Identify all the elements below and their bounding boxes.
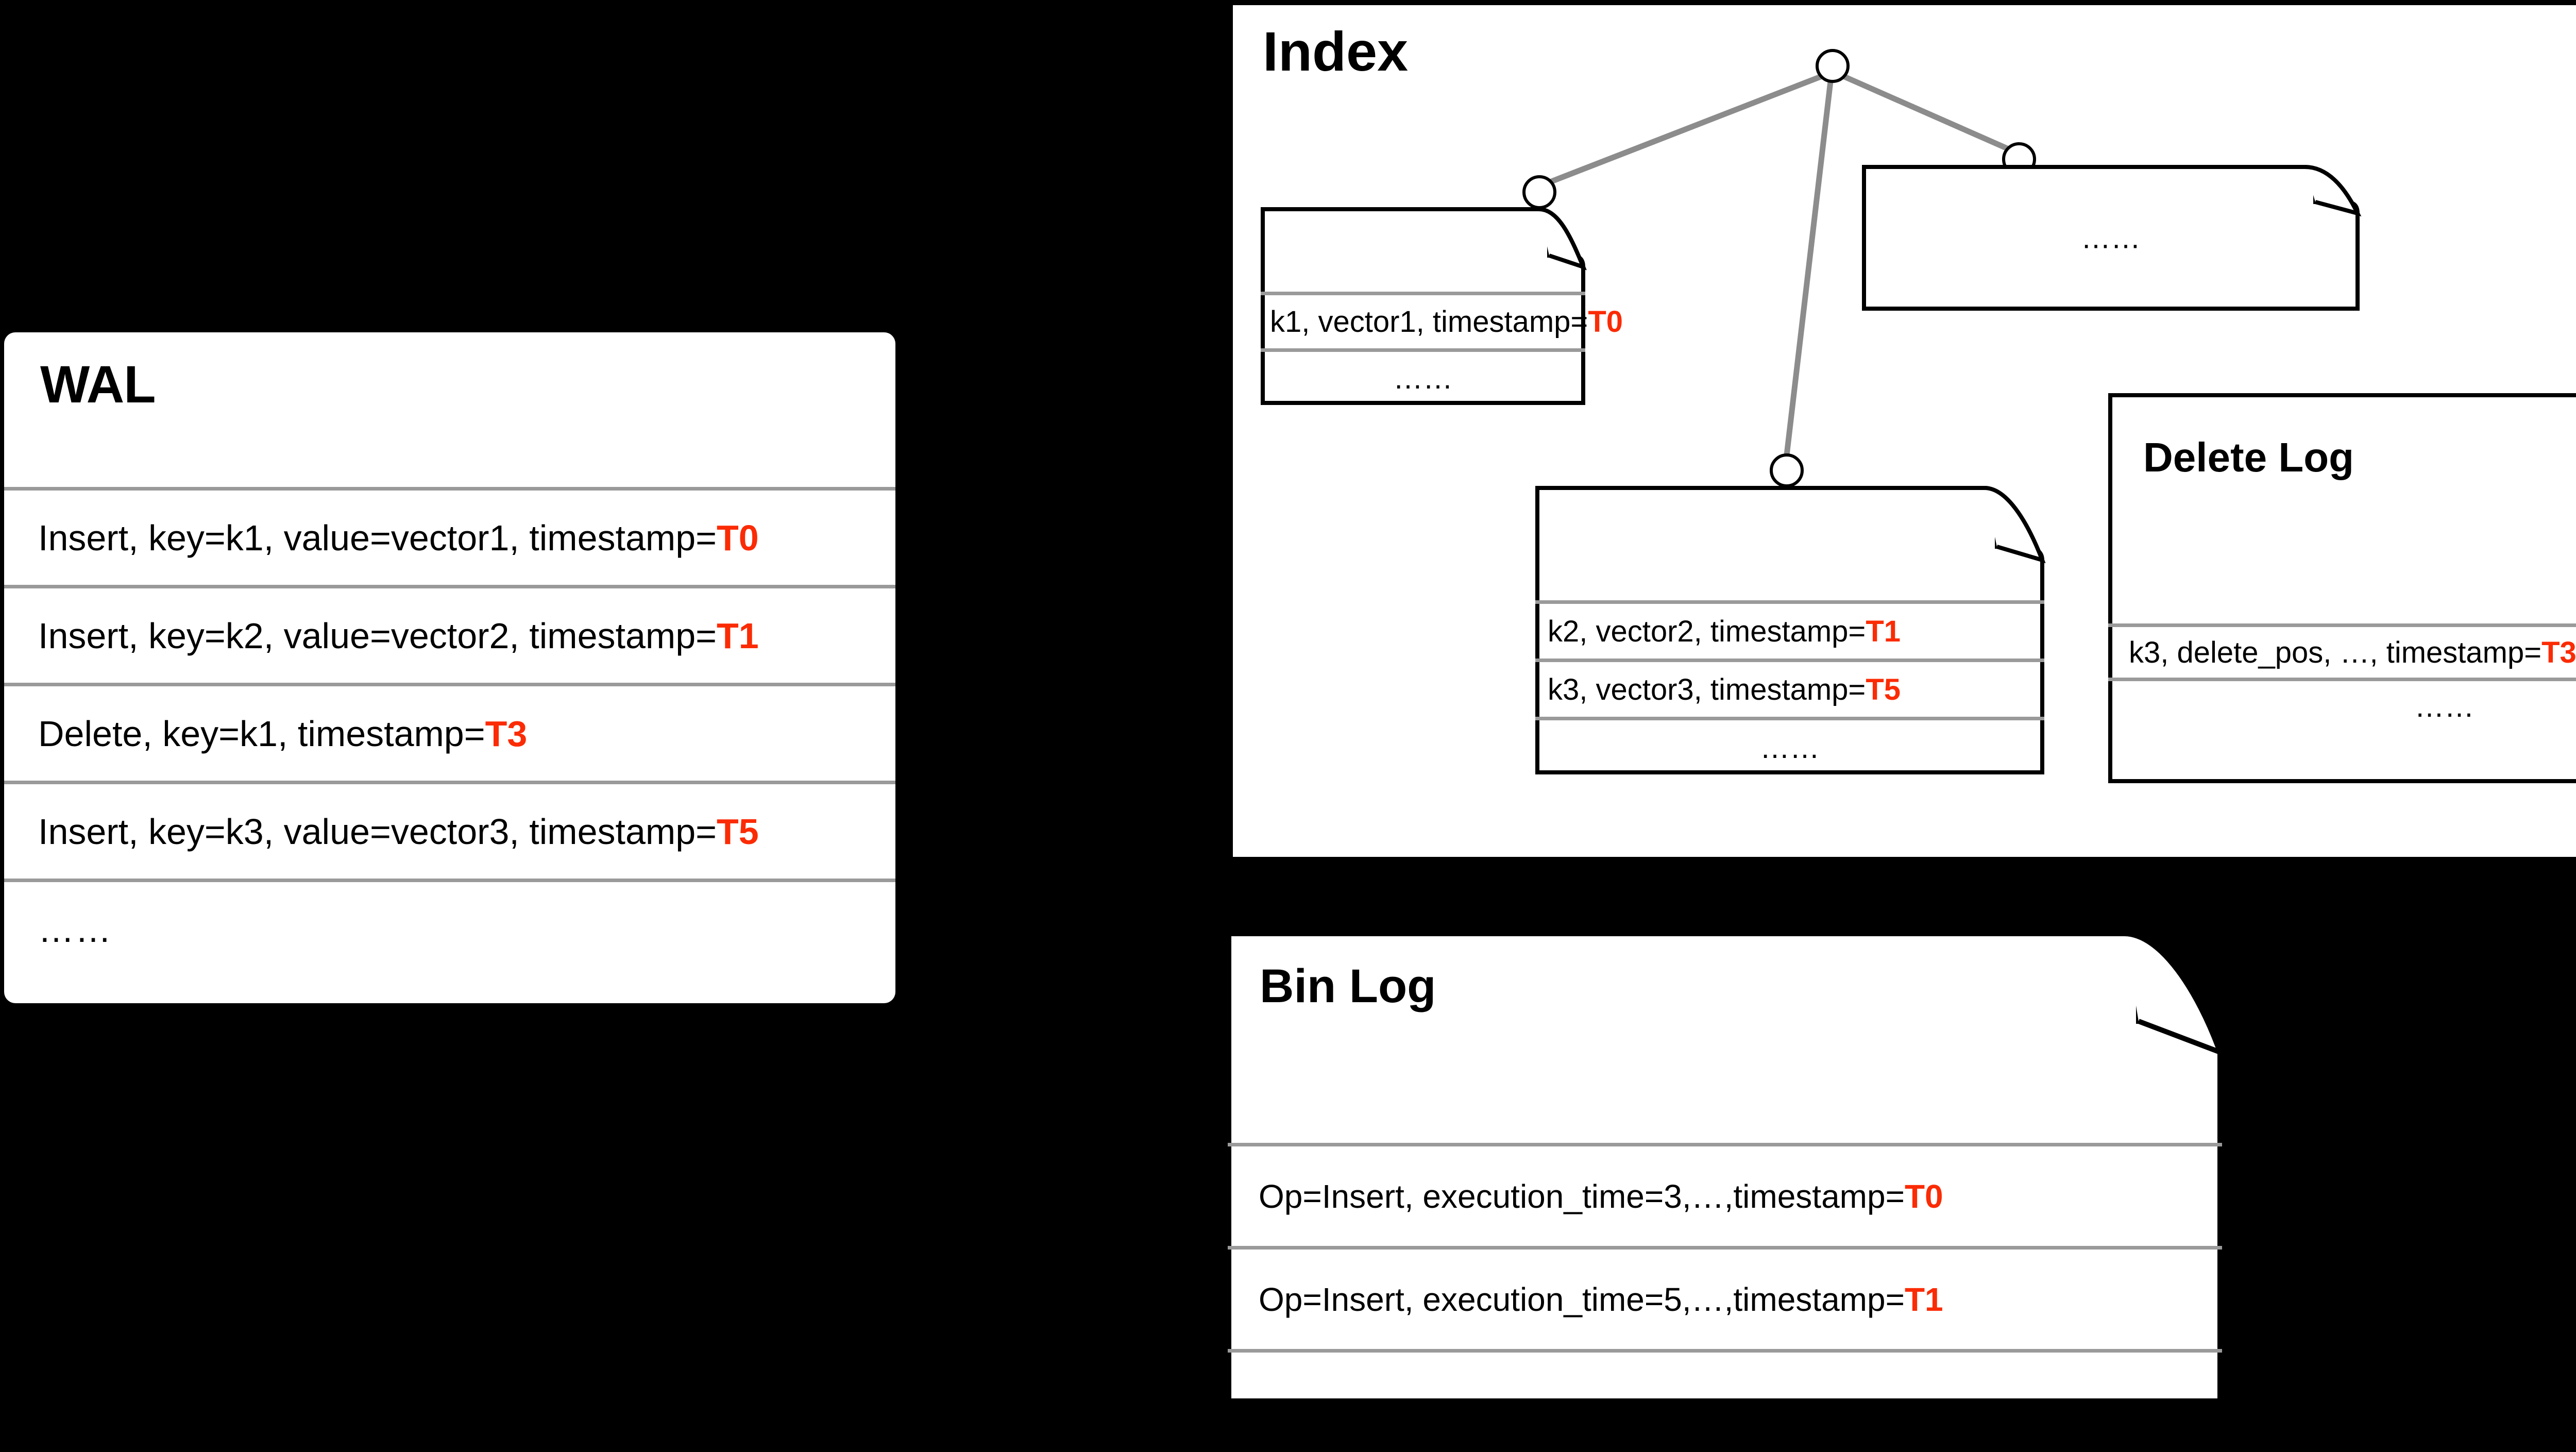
node-k1-outline-icon: [1261, 207, 1587, 405]
wal-entry-timestamp: T0: [717, 517, 759, 558]
wal-entry-text: Delete, key=k1, timestamp=T3: [38, 713, 528, 754]
node-k2-entry-timestamp: T1: [1866, 614, 1901, 648]
index-title: Index: [1263, 20, 1409, 82]
bin-log-entry-row-ellipsis: ……: [1228, 1349, 2222, 1452]
wal-entry-timestamp: T1: [717, 615, 759, 656]
node-k2-ellipsis-text: ……: [1760, 731, 1820, 765]
bin-log-ellipsis-text: ……: [1259, 1383, 1325, 1421]
node-k1-entry-row: k1, vector1, timestamp=T0: [1261, 292, 1623, 348]
delete-log-card: Delete Log k3, delete_pos, …, timestamp=…: [2108, 393, 2576, 783]
delete-log-ellipsis-text: ……: [2414, 689, 2475, 723]
bin-log-card: Bin Log Op=Insert, execution_time=3,…,ti…: [1226, 931, 2225, 1421]
bin-log-entry-timestamp: T1: [1904, 1280, 1943, 1318]
node-k2-entry-row: k2, vector2, timestamp=T1: [1535, 600, 2044, 659]
node-k2-outline-icon: [1535, 486, 2046, 774]
node-k2-entry-row: k3, vector3, timestamp=T5: [1535, 659, 2044, 717]
delete-log-entry-timestamp: T3: [2541, 635, 2576, 669]
bin-log-entry-list: Op=Insert, execution_time=3,…,timestamp=…: [1228, 1143, 2222, 1421]
wal-entry-text: Insert, key=k3, value=vector3, timestamp…: [38, 811, 759, 852]
wal-entry-row: Insert, key=k3, value=vector3, timestamp…: [4, 781, 895, 879]
wal-entry-timestamp: T3: [485, 713, 528, 754]
node-k1-entry-timestamp: T0: [1588, 305, 1623, 339]
index-node-k1: k1, vector1, timestamp=T0 ……: [1261, 207, 1623, 405]
wal-entry-row: Insert, key=k2, value=vector2, timestamp…: [4, 585, 895, 683]
wal-entry-row: Delete, key=k1, timestamp=T3: [4, 683, 895, 781]
node-right-outline-icon: [1862, 165, 2362, 311]
wal-entry-list: Insert, key=k1, value=vector1, timestamp…: [4, 487, 895, 976]
node-k1-ellipsis-text: ……: [1393, 362, 1453, 395]
bin-log-entry-row: Op=Insert, execution_time=5,…,timestamp=…: [1228, 1246, 2222, 1349]
node-k2-entry-text: k3, vector3, timestamp=T5: [1548, 672, 1901, 706]
bin-log-entry-text: Op=Insert, execution_time=5,…,timestamp=…: [1259, 1280, 1943, 1318]
wal-entry-timestamp: T5: [717, 811, 759, 852]
wal-title: WAL: [40, 355, 156, 414]
bin-log-outline-icon: [1226, 931, 2225, 1404]
node-k2-entry-timestamp: T5: [1866, 672, 1901, 706]
delete-log-title: Delete Log: [2143, 434, 2354, 480]
node-k1-entry-text: k1, vector1, timestamp=T0: [1270, 305, 1623, 339]
bin-log-title: Bin Log: [1260, 960, 1436, 1012]
delete-log-outline-icon: [2108, 393, 2576, 783]
delete-log-entry-list: k3, delete_pos, …, timestamp=T3 ……: [2108, 623, 2576, 783]
wal-card: WAL Insert, key=k1, value=vector1, times…: [4, 332, 895, 1003]
bin-log-entry-text: Op=Insert, execution_time=3,…,timestamp=…: [1259, 1177, 1943, 1215]
wal-entry-text: Insert, key=k1, value=vector1, timestamp…: [38, 517, 759, 558]
node-k2-entry-list: k2, vector2, timestamp=T1 k3, vector3, t…: [1535, 600, 2044, 774]
delete-log-entry-row-ellipsis: ……: [2108, 678, 2576, 732]
wal-ellipsis-text: ……: [38, 909, 112, 950]
bin-log-entry-row: Op=Insert, execution_time=3,…,timestamp=…: [1228, 1143, 2222, 1246]
bin-log-entry-timestamp: T0: [1904, 1177, 1943, 1215]
node-k2-entry-text: k2, vector2, timestamp=T1: [1548, 614, 1901, 648]
index-node-k2: k2, vector2, timestamp=T1 k3, vector3, t…: [1535, 486, 2046, 774]
wal-entry-row: Insert, key=k1, value=vector1, timestamp…: [4, 487, 895, 585]
delete-log-entry-text: k3, delete_pos, …, timestamp=T3: [2129, 635, 2576, 669]
index-node-right: ……: [1862, 165, 2362, 311]
node-right-ellipsis-text: ……: [2081, 221, 2141, 255]
node-k2-entry-row-ellipsis: ……: [1535, 717, 2044, 775]
wal-entry-text: Insert, key=k2, value=vector2, timestamp…: [38, 615, 759, 656]
delete-log-entry-row: k3, delete_pos, …, timestamp=T3: [2108, 623, 2576, 678]
node-k1-entry-row-ellipsis: ……: [1261, 348, 1585, 405]
wal-entry-row-ellipsis: ……: [4, 879, 895, 976]
node-k1-entry-list: k1, vector1, timestamp=T0 ……: [1261, 292, 1623, 405]
